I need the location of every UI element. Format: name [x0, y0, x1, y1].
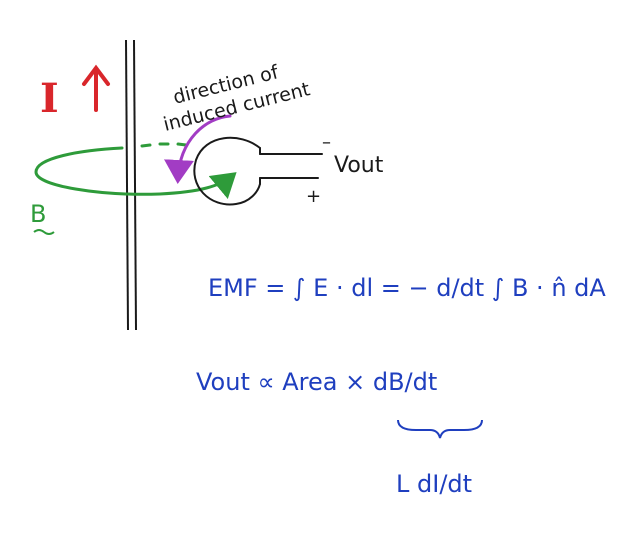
emf-equation: EMF = ∫ E · dl = − d/dt ∫ B · n̂ dA	[208, 274, 606, 302]
current-indicator: I	[40, 64, 110, 122]
minus-terminal: –	[322, 132, 331, 153]
plus-terminal: +	[306, 186, 321, 207]
current-up-arrow-icon	[82, 64, 110, 112]
induced-current-label: direction of induced current	[161, 61, 312, 136]
pickup-coil	[193, 136, 323, 206]
current-wire	[125, 39, 137, 331]
proportional-equation: Vout ∝ Area × dB/dt	[196, 368, 437, 396]
induced-current-arrow	[163, 114, 232, 184]
field-label: B	[30, 200, 46, 228]
underbrace	[397, 419, 483, 439]
field-label-group: B	[30, 200, 55, 235]
inductance-term: L dI/dt	[396, 470, 472, 498]
field-vector-tilde	[33, 229, 55, 235]
vout-label: Vout	[334, 153, 384, 178]
current-label: I	[40, 75, 59, 122]
